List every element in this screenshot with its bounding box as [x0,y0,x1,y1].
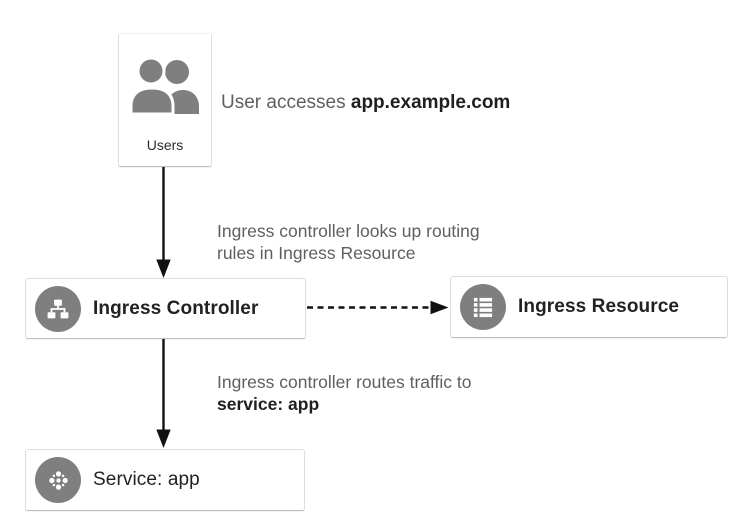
node-ingress-resource: Ingress Resource [450,276,728,338]
users-icon [129,56,202,116]
annotation-lookup: Ingress controller looks up routing rule… [217,220,480,264]
arrow-controller-to-service [156,339,171,448]
annotation-lookup-line2: rules in Ingress Resource [217,243,416,263]
node-service-app-label: Service: app [93,469,200,490]
node-service-app: Service: app [25,449,305,511]
annotation-route-service: service: app [217,394,320,414]
annotation-lookup-line1: Ingress controller looks up routing [217,221,480,241]
annotation-route: Ingress controller routes traffic to ser… [217,371,472,415]
arrow-users-to-controller [156,167,171,278]
list-rows-icon [460,284,506,330]
annotation-route-line1: Ingress controller routes traffic to [217,372,472,392]
node-ingress-controller-label: Ingress Controller [93,297,259,319]
annotation-user-access-text: User accesses [221,92,351,113]
node-ingress-controller: Ingress Controller [25,278,306,339]
node-users-label: Users [146,137,184,153]
node-users: Users [118,33,212,167]
dots-cluster-icon [35,457,81,503]
arrow-controller-to-resource-dashed [307,300,449,315]
sitemap-network-icon [35,285,81,332]
annotation-user-access: User accesses app.example.com [221,92,510,114]
node-ingress-resource-label: Ingress Resource [518,296,680,317]
annotation-user-access-host: app.example.com [350,92,511,113]
